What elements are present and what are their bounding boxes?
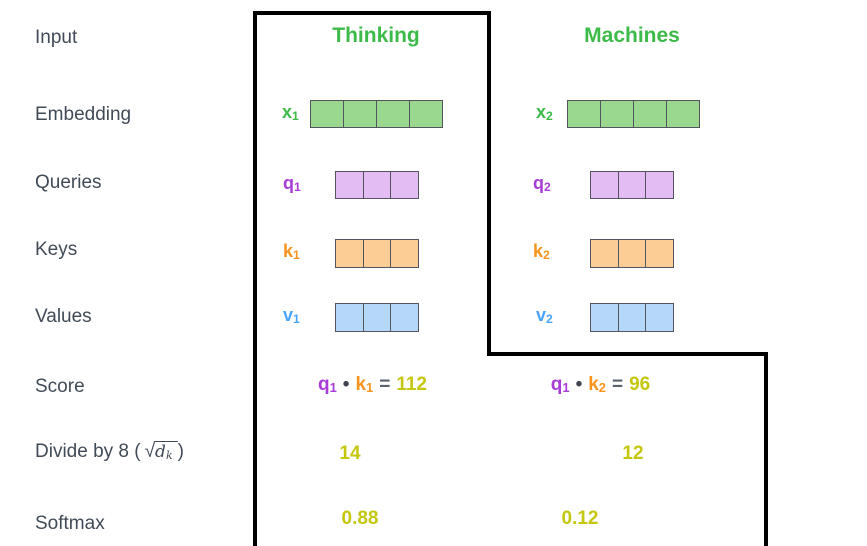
score2-equals: = [611, 374, 624, 395]
row-label-embedding: Embedding [35, 104, 132, 125]
divided-value-2: 12 [622, 443, 644, 464]
score-expression-2: q1•k2=96 [523, 374, 678, 396]
vector-cell [390, 172, 418, 198]
row-label-divide-by-8: Divide by 8 (√dk) [35, 441, 184, 463]
radicand-d: d [155, 442, 166, 462]
vector-cell [362, 240, 391, 267]
label-letter: x [282, 102, 293, 122]
query-label-q2: q2 [533, 173, 551, 194]
vector-cell [390, 304, 418, 331]
label-subscript: 2 [544, 179, 551, 194]
key-label-k2: k2 [533, 241, 550, 262]
divide-suffix: ) [177, 441, 184, 462]
sqrt-dk-notation: √dk [141, 441, 178, 462]
row-label-softmax: Softmax [35, 513, 105, 534]
softmax-value-1: 0.88 [341, 508, 379, 529]
vector-cell [311, 101, 343, 127]
divide-prefix: Divide by 8 ( [35, 441, 141, 462]
vector-cell [666, 101, 699, 127]
vector-cell [343, 101, 376, 127]
vector-cell [645, 172, 673, 198]
divided-value-1: 14 [339, 443, 361, 464]
label-letter: x [536, 102, 547, 122]
score-expression-1: q1•k1=112 [295, 374, 450, 396]
row-label-queries: Queries [35, 172, 102, 193]
label-letter: q [533, 173, 544, 193]
label-letter: v [283, 305, 294, 325]
label-subscript: 2 [546, 311, 553, 326]
score1-k: k1 [355, 374, 374, 395]
label-letter: k [533, 241, 544, 261]
vector-cell [336, 240, 363, 267]
dot-product-icon: • [575, 374, 583, 395]
vector-cell [591, 240, 618, 267]
query-label-q1: q1 [283, 173, 301, 194]
vector-cell [617, 304, 646, 331]
vector-cell [362, 304, 391, 331]
value-label-v2: v2 [536, 305, 553, 326]
key-vector-k2 [590, 239, 674, 268]
row-label-keys: Keys [35, 239, 78, 260]
vector-cell [376, 101, 409, 127]
stepped-outline-path [253, 11, 768, 546]
dot-product-icon: • [342, 374, 350, 395]
vector-cell [362, 172, 391, 198]
query-vector-q2 [590, 171, 674, 199]
label-letter: v [536, 305, 547, 325]
vector-cell [633, 101, 666, 127]
row-label-values: Values [35, 306, 92, 327]
value-vector-v2 [590, 303, 674, 332]
score1-value: 112 [396, 374, 427, 395]
embedding-vector-x2 [567, 100, 700, 128]
column-header-machines: Machines [584, 24, 680, 47]
score2-q: q1 [550, 374, 570, 395]
key-label-k1: k1 [283, 241, 300, 262]
label-subscript: 2 [546, 108, 553, 123]
label-subscript: 1 [294, 179, 301, 194]
score2-k: k2 [588, 374, 606, 395]
score1-q: q1 [318, 374, 337, 395]
embedding-label-x2: x2 [536, 102, 553, 123]
value-label-v1: v1 [283, 305, 300, 326]
vector-cell [568, 101, 600, 127]
query-vector-q1 [335, 171, 419, 199]
label-subscript: 1 [292, 108, 299, 123]
label-subscript: 2 [543, 247, 550, 262]
label-letter: k [283, 241, 294, 261]
softmax-value-2: 0.12 [561, 508, 599, 529]
label-subscript: 1 [293, 247, 300, 262]
embedding-label-x1: x1 [282, 102, 299, 123]
label-letter: q [283, 173, 294, 193]
score1-equals: = [379, 374, 391, 395]
value-vector-v1 [335, 303, 419, 332]
radicand-sub-k: k [165, 449, 173, 463]
radical-sign: √ [144, 441, 156, 462]
vector-cell [336, 172, 363, 198]
row-label-input: Input [35, 27, 78, 48]
score2-value: 96 [629, 374, 651, 395]
column-header-thinking: Thinking [332, 24, 420, 47]
key-vector-k1 [335, 239, 419, 268]
row-label-score: Score [35, 376, 85, 397]
vector-cell [600, 101, 633, 127]
radicand-dk: dk [154, 441, 178, 462]
vector-cell [645, 304, 673, 331]
vector-cell [645, 240, 673, 267]
vector-cell [591, 304, 618, 331]
vector-cell [591, 172, 618, 198]
vector-cell [617, 240, 646, 267]
vector-cell [390, 240, 418, 267]
vector-cell [617, 172, 646, 198]
embedding-vector-x1 [310, 100, 443, 128]
vector-cell [409, 101, 442, 127]
vector-cell [336, 304, 363, 331]
label-subscript: 1 [293, 311, 300, 326]
